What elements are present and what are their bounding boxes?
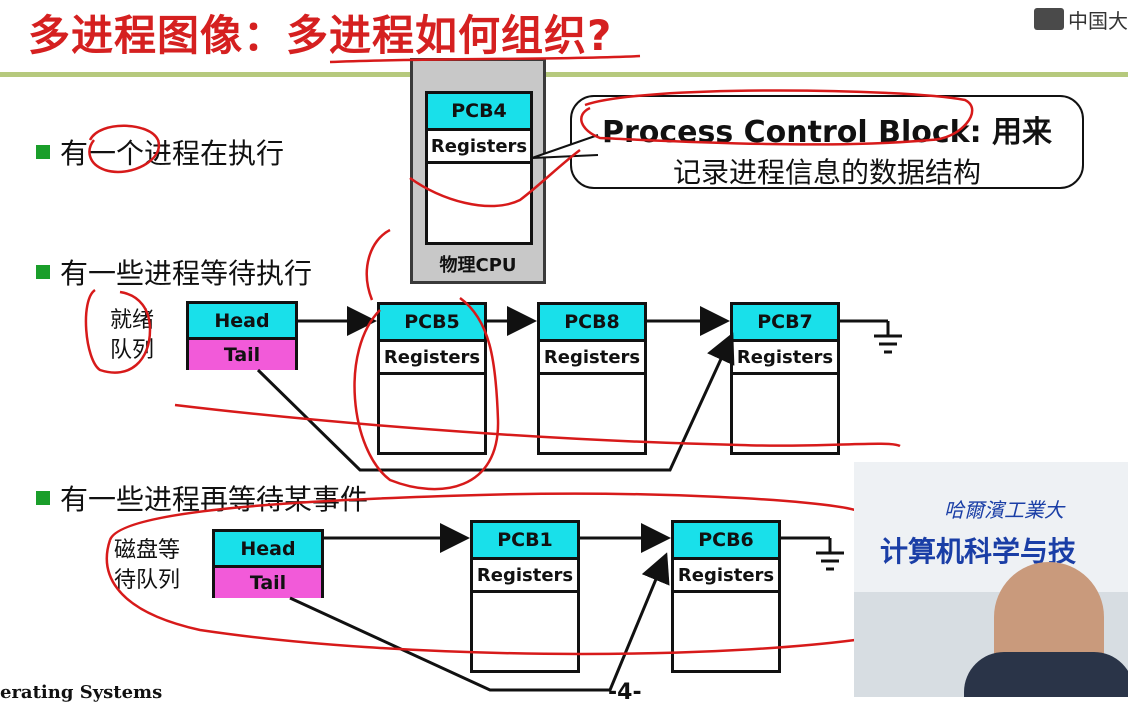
head-cell: Head: [189, 304, 295, 340]
queue-label-line: 磁盘等: [114, 538, 181, 563]
cpu-label: 物理CPU: [439, 255, 517, 276]
ground-icon: [840, 319, 902, 354]
bullet-item: 有一些进程等待执行: [36, 252, 312, 292]
bullet-text: 有一些进程等待执行: [60, 257, 313, 290]
bullet-item: 有一个进程在执行: [36, 132, 284, 172]
head-cell: Head: [215, 532, 321, 568]
slide-title: 多进程图像：多进程如何组织?: [28, 11, 613, 60]
bullet-text: 有一个进程在执行: [60, 137, 285, 170]
pcb-block: PCB8 Registers: [537, 302, 647, 455]
disk-queue-label: 磁盘等 待队列: [114, 536, 180, 596]
pcb-registers: Registers: [733, 342, 837, 375]
pcb-registers: Registers: [540, 342, 644, 375]
pcb-name: PCB8: [540, 305, 644, 342]
callout-tail: [531, 134, 599, 159]
disk-head-tail: Head Tail: [212, 529, 324, 598]
book-icon: [1034, 8, 1064, 30]
title-divider: [0, 72, 1128, 77]
pen-annotations: [84, 54, 974, 656]
logo-text: 中国大: [1068, 8, 1128, 33]
footer-course-title: erating Systems: [0, 682, 163, 703]
pcb-block: PCB4 Registers: [425, 91, 533, 245]
tail-cell: Tail: [189, 340, 295, 370]
tail-cell: Tail: [215, 568, 321, 598]
ready-head-tail: Head Tail: [186, 301, 298, 370]
tail-arrow: [289, 552, 670, 692]
ground-icon: [781, 536, 844, 571]
pcb-name: PCB4: [428, 94, 530, 131]
bullet-square-icon: [36, 491, 50, 505]
pcb-name: PCB7: [733, 305, 837, 342]
pcb-name: PCB6: [674, 523, 778, 560]
pcb-registers: Registers: [428, 131, 530, 164]
video-sign-university: 哈爾濱工業大: [944, 498, 1064, 522]
bullet-square-icon: [36, 265, 50, 279]
pcb-callout: Process Control Block: 用来 记录进程信息的数据结构: [570, 95, 1084, 189]
pcb-registers: Registers: [674, 560, 778, 593]
callout-line2: 记录进程信息的数据结构: [672, 156, 981, 189]
presenter-jacket: [964, 652, 1128, 697]
channel-logo: 中国大: [1034, 4, 1128, 34]
page-number: -4-: [608, 680, 642, 705]
video-backdrop: [854, 462, 1128, 592]
pcb-name: PCB5: [380, 305, 484, 342]
pcb-registers: Registers: [473, 560, 577, 593]
pcb-block: PCB1 Registers: [470, 520, 580, 673]
physical-cpu-box: PCB4 Registers 物理CPU: [410, 58, 546, 284]
presenter-video: 哈爾濱工業大 计算机科学与技: [854, 462, 1128, 697]
pcb-block: PCB7 Registers: [730, 302, 840, 455]
pcb-name: PCB1: [473, 523, 577, 560]
bullet-square-icon: [36, 145, 50, 159]
queue-label-line: 待队列: [114, 568, 181, 593]
pcb-registers: Registers: [380, 342, 484, 375]
